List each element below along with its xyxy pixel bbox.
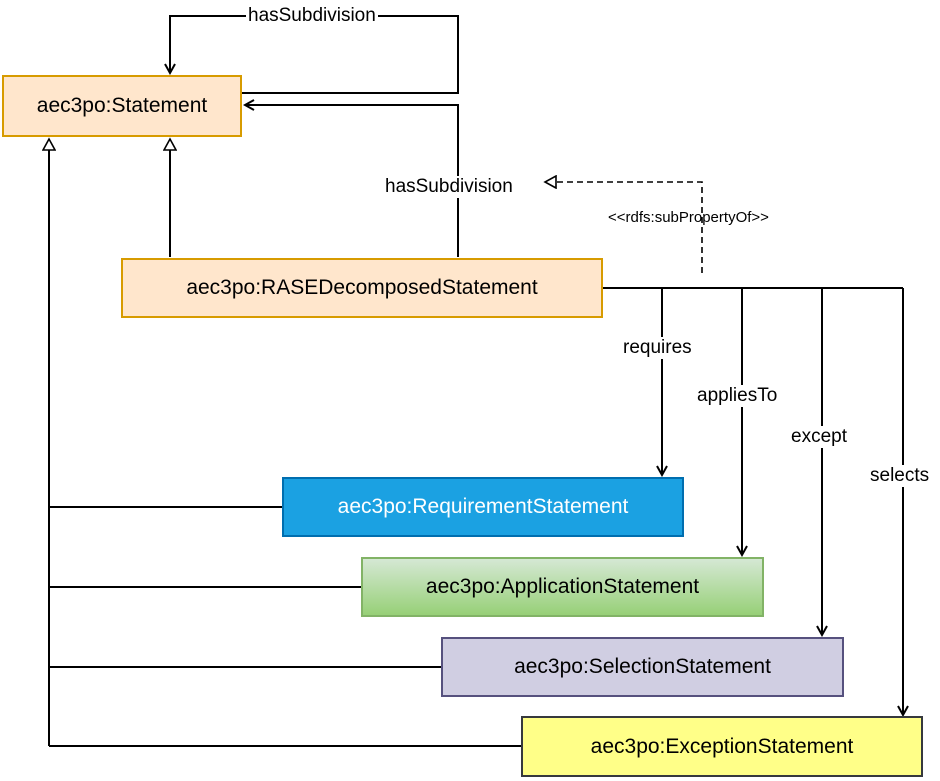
node-application-statement[interactable]: aec3po:ApplicationStatement [361, 557, 764, 617]
edge-has-subdivision-rase [245, 105, 459, 257]
edge-subproperty-of [545, 182, 703, 273]
label-subproperty-of: <<rdfs:subPropertyOf>> [608, 209, 769, 226]
node-exception-statement[interactable]: aec3po:ExceptionStatement [521, 716, 923, 777]
label-selects: selects [868, 465, 932, 487]
label-applies-to: appliesTo [695, 385, 780, 407]
node-selection-statement[interactable]: aec3po:SelectionStatement [441, 637, 844, 697]
node-requirement-statement[interactable]: aec3po:RequirementStatement [282, 477, 684, 537]
node-statement[interactable]: aec3po:Statement [2, 75, 242, 137]
edge-has-subdivision-self [170, 15, 459, 94]
label-has-subdivision-self: hasSubdivision [246, 5, 378, 27]
label-requires: requires [621, 337, 694, 359]
label-has-subdivision-rase: hasSubdivision [383, 176, 515, 198]
node-rase-decomposed-statement[interactable]: aec3po:RASEDecomposedStatement [121, 258, 603, 318]
label-except: except [789, 426, 849, 448]
